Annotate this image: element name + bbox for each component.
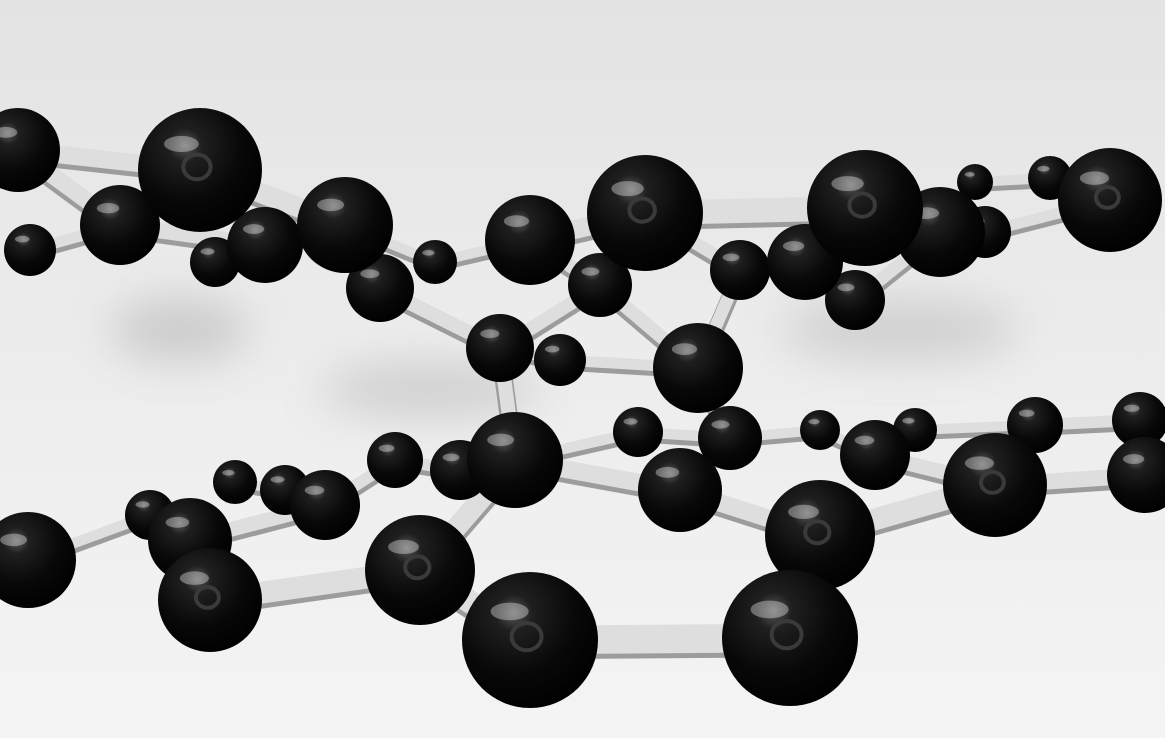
atom-ball [1058,148,1162,252]
atom-ball [290,470,360,540]
atom-ball [698,406,762,470]
atom-ball [1112,392,1165,448]
atom-ball [413,240,457,284]
atom-ball [367,432,423,488]
atom-ball [587,155,703,271]
atom-ball [467,412,563,508]
atom-ball [800,410,840,450]
atom-ball [158,548,262,652]
atom-ball [957,164,993,200]
atom-ball [765,480,875,590]
atom-ball [346,254,414,322]
atom-ball [297,177,393,273]
atom-ball [840,420,910,490]
atom-ball [365,515,475,625]
atom-ball [825,270,885,330]
atom-ball [710,240,770,300]
atom-ball [568,253,632,317]
atom-ball [138,108,262,232]
atom-ball [227,207,303,283]
atom-ball [4,224,56,276]
atom-ball [653,323,743,413]
atom-ball [1007,397,1063,453]
atom-ball [485,195,575,285]
atom-ball [722,570,858,706]
atom-ball [534,334,586,386]
atom-ball [0,512,76,608]
atom-ball [638,448,722,532]
atom-ball [943,433,1047,537]
atom-ball [1107,437,1165,513]
atom-ball [213,460,257,504]
atom-ball [807,150,923,266]
atom-ball [613,407,663,457]
atom-ball [462,572,598,708]
atom-ball [466,314,534,382]
atom-layer [0,108,1165,708]
atom-ball [0,108,60,192]
atom-ball [80,185,160,265]
